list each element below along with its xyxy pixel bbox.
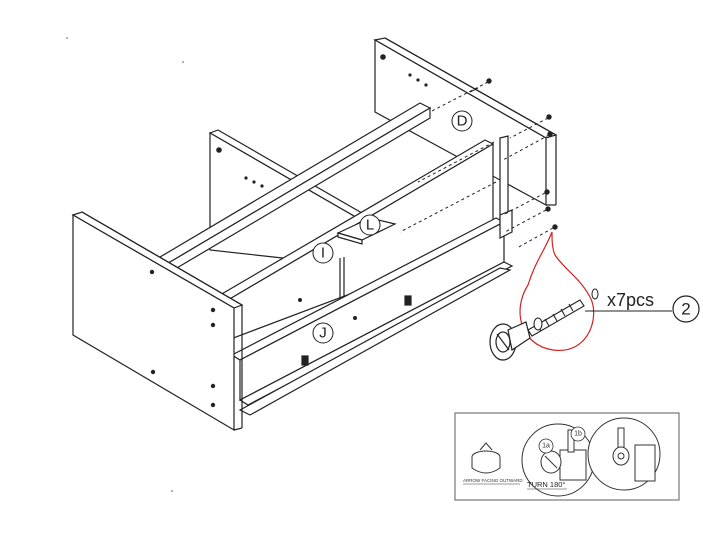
left-side-panel (71, 211, 244, 432)
screws (399, 78, 558, 249)
panel-j (230, 217, 514, 416)
label-1a: 1a (542, 443, 550, 450)
stray-dot (182, 61, 184, 63)
cam-lock-icon (489, 321, 531, 361)
cam-lock-arrow-icon (471, 442, 501, 474)
label-d-group: D (451, 110, 473, 132)
caption-turn: TURN 180° (527, 480, 565, 489)
screw-icon (527, 299, 585, 337)
label-i: I (321, 245, 325, 262)
label-d: D (457, 113, 468, 130)
stray-dot (66, 37, 68, 39)
label-j: J (319, 325, 327, 342)
step-number: 2 (681, 300, 690, 319)
inset-box: ARROW FACING OUTWARD 1a 1b TURN 180° (454, 412, 680, 501)
caption-arrow: ARROW FACING OUTWARD (463, 478, 523, 483)
stray-dot (171, 490, 173, 492)
label-1b: 1b (574, 431, 582, 438)
label-l-group: L (359, 214, 381, 236)
label-i-group: I (312, 242, 334, 264)
locked-detail-icon (612, 427, 656, 482)
label-j-group: J (312, 322, 334, 344)
step-number-group: 2 (672, 295, 700, 323)
bracket-lower (499, 209, 513, 239)
label-l: L (366, 217, 374, 234)
quantity-label: x7pcs (607, 290, 654, 310)
washer-icon (591, 288, 599, 300)
